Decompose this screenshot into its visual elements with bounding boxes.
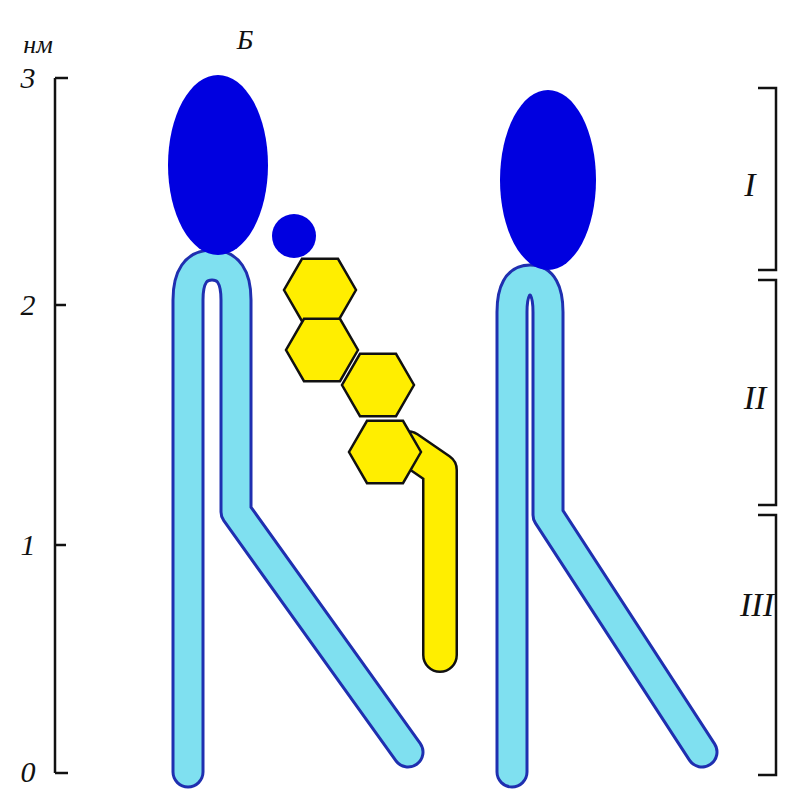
unit-label: нм [23, 32, 53, 58]
phospholipid-head [500, 90, 596, 270]
cholesterol [272, 214, 440, 655]
scale-number: 2 [21, 290, 36, 320]
sterol-ring [284, 259, 356, 321]
phospholipid-tail [188, 265, 408, 772]
region-label: II [744, 381, 767, 415]
phospholipid-head [168, 75, 268, 255]
phospholipid-tail [512, 280, 702, 772]
region-brackets [758, 88, 776, 775]
panel-letter: Б [237, 26, 254, 54]
sterol-ring [286, 319, 358, 381]
region-label: III [740, 588, 774, 622]
scale-number: 1 [21, 530, 36, 560]
scale-bar [55, 78, 68, 773]
scale-number: 0 [21, 757, 36, 787]
sterol-ring [349, 421, 421, 483]
scale-number: 3 [21, 63, 36, 93]
sterol-ring [342, 354, 414, 416]
region-label: I [744, 168, 755, 202]
